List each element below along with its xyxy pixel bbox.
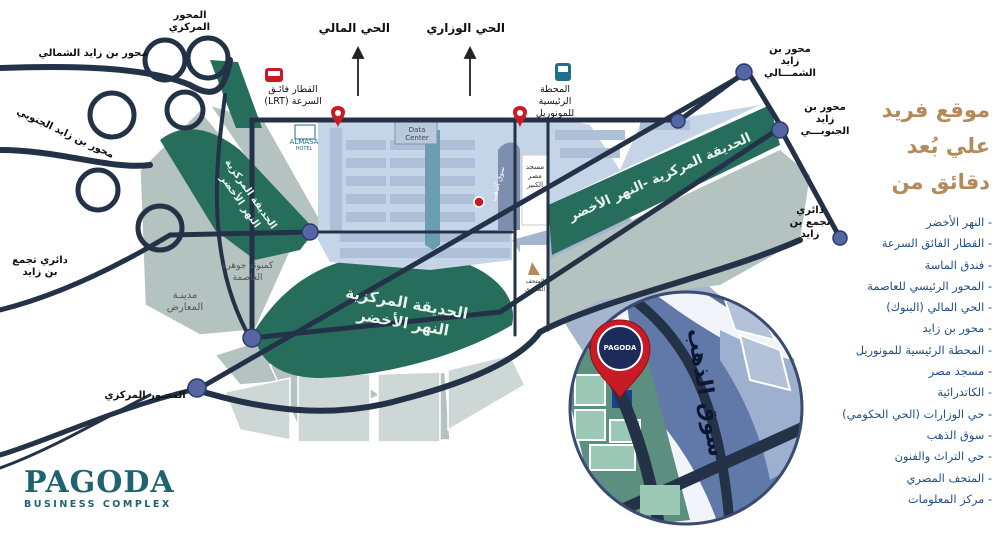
green-parks xyxy=(160,60,780,378)
label-ministries-district: الحي الوزاري xyxy=(426,21,505,35)
list-item: الكاتدرائية xyxy=(832,382,992,403)
list-item: المحور الرئيسي للعاصمة xyxy=(832,276,992,297)
label-exhibitions-city: مدينـة المعارض xyxy=(166,290,204,313)
label-almasa-sub: HOTEL xyxy=(295,146,313,152)
list-item: القطار الفائق السرعة xyxy=(832,233,992,254)
list-item: المحطة الرئيسية للمونوريل xyxy=(832,340,992,361)
nearby-list: النهر الأخضر القطار الفائق السرعة فندق ا… xyxy=(832,212,992,510)
district-arrows xyxy=(351,45,477,96)
small-pins xyxy=(331,106,527,208)
bottom-parcels xyxy=(223,354,526,443)
list-item: سوق الذهب xyxy=(832,425,992,446)
logo-name: PAGODA xyxy=(24,465,175,500)
museum-icon xyxy=(528,262,540,275)
label-central-axis-top: المحور المركزي xyxy=(168,10,210,33)
label-bin-zayed-south-right: محور بن زايد الجنوبـــي xyxy=(800,102,850,137)
label-financial-district: الحي المالي xyxy=(318,21,390,35)
hotel-icon xyxy=(294,124,316,140)
list-item: مسجد مصر xyxy=(832,361,992,382)
headline-line1: موقع فريد xyxy=(881,98,990,122)
list-item: النهر الأخضر xyxy=(832,212,992,233)
label-egyptian-museum: المتحف المصري xyxy=(524,278,546,293)
roads xyxy=(0,57,843,470)
list-item: فندق الماسة xyxy=(832,255,992,276)
list-item: حي التراث والفنون xyxy=(832,446,992,467)
label-misr-mosque: مسجد مصر الكبير xyxy=(525,163,545,189)
label-bin-zayed-north-left: محور بن زايد الشمالي xyxy=(38,48,148,59)
label-data-center: Data Center xyxy=(405,126,429,142)
label-almasa: ALMASA xyxy=(289,138,319,146)
label-bin-zayed-north-right: محور بن زايد الشمـــالي xyxy=(764,44,816,79)
list-item: المتحف المصري xyxy=(832,468,992,489)
train-icon xyxy=(265,68,283,82)
label-ring-bin-zayed-right: دائري تجمع بن زايد xyxy=(789,205,831,240)
label-monorail: المحطة الرئيسية للمونوريل xyxy=(535,84,575,119)
list-item: حي الوزارات (الحي الحكومي) xyxy=(832,404,992,425)
headline: موقع فريد علي بُعد دقائق من xyxy=(850,92,990,200)
headline-line2: علي بُعد xyxy=(906,134,990,158)
interchange xyxy=(75,35,231,253)
pagoda-logo: PAGODA BUSINESS COMPLEX xyxy=(24,465,175,511)
list-item: مركز المعلومات xyxy=(832,489,992,510)
monorail-icon xyxy=(555,63,571,81)
list-item: الحي المالي (البنوك) xyxy=(832,297,992,318)
list-item: محور بن زايد xyxy=(832,318,992,339)
headline-line3: دقائق من xyxy=(891,170,990,194)
label-jewel-compound: كمبوند جوهرة العاصمة xyxy=(221,261,274,283)
label-lrt: القطار فائـق السرعة (LRT) xyxy=(264,84,322,107)
junction-circles xyxy=(187,63,848,398)
logo-tagline: BUSINESS COMPLEX xyxy=(24,499,172,510)
label-ring-bin-zayed-left: دائري تجمع بن زايد xyxy=(12,255,68,278)
pagoda-pin-icon xyxy=(589,319,651,399)
pagoda-pin-label: PAGODA xyxy=(603,344,637,352)
label-central-axis-bottom: المحـور المركزي xyxy=(104,390,186,401)
right-district xyxy=(548,150,810,330)
